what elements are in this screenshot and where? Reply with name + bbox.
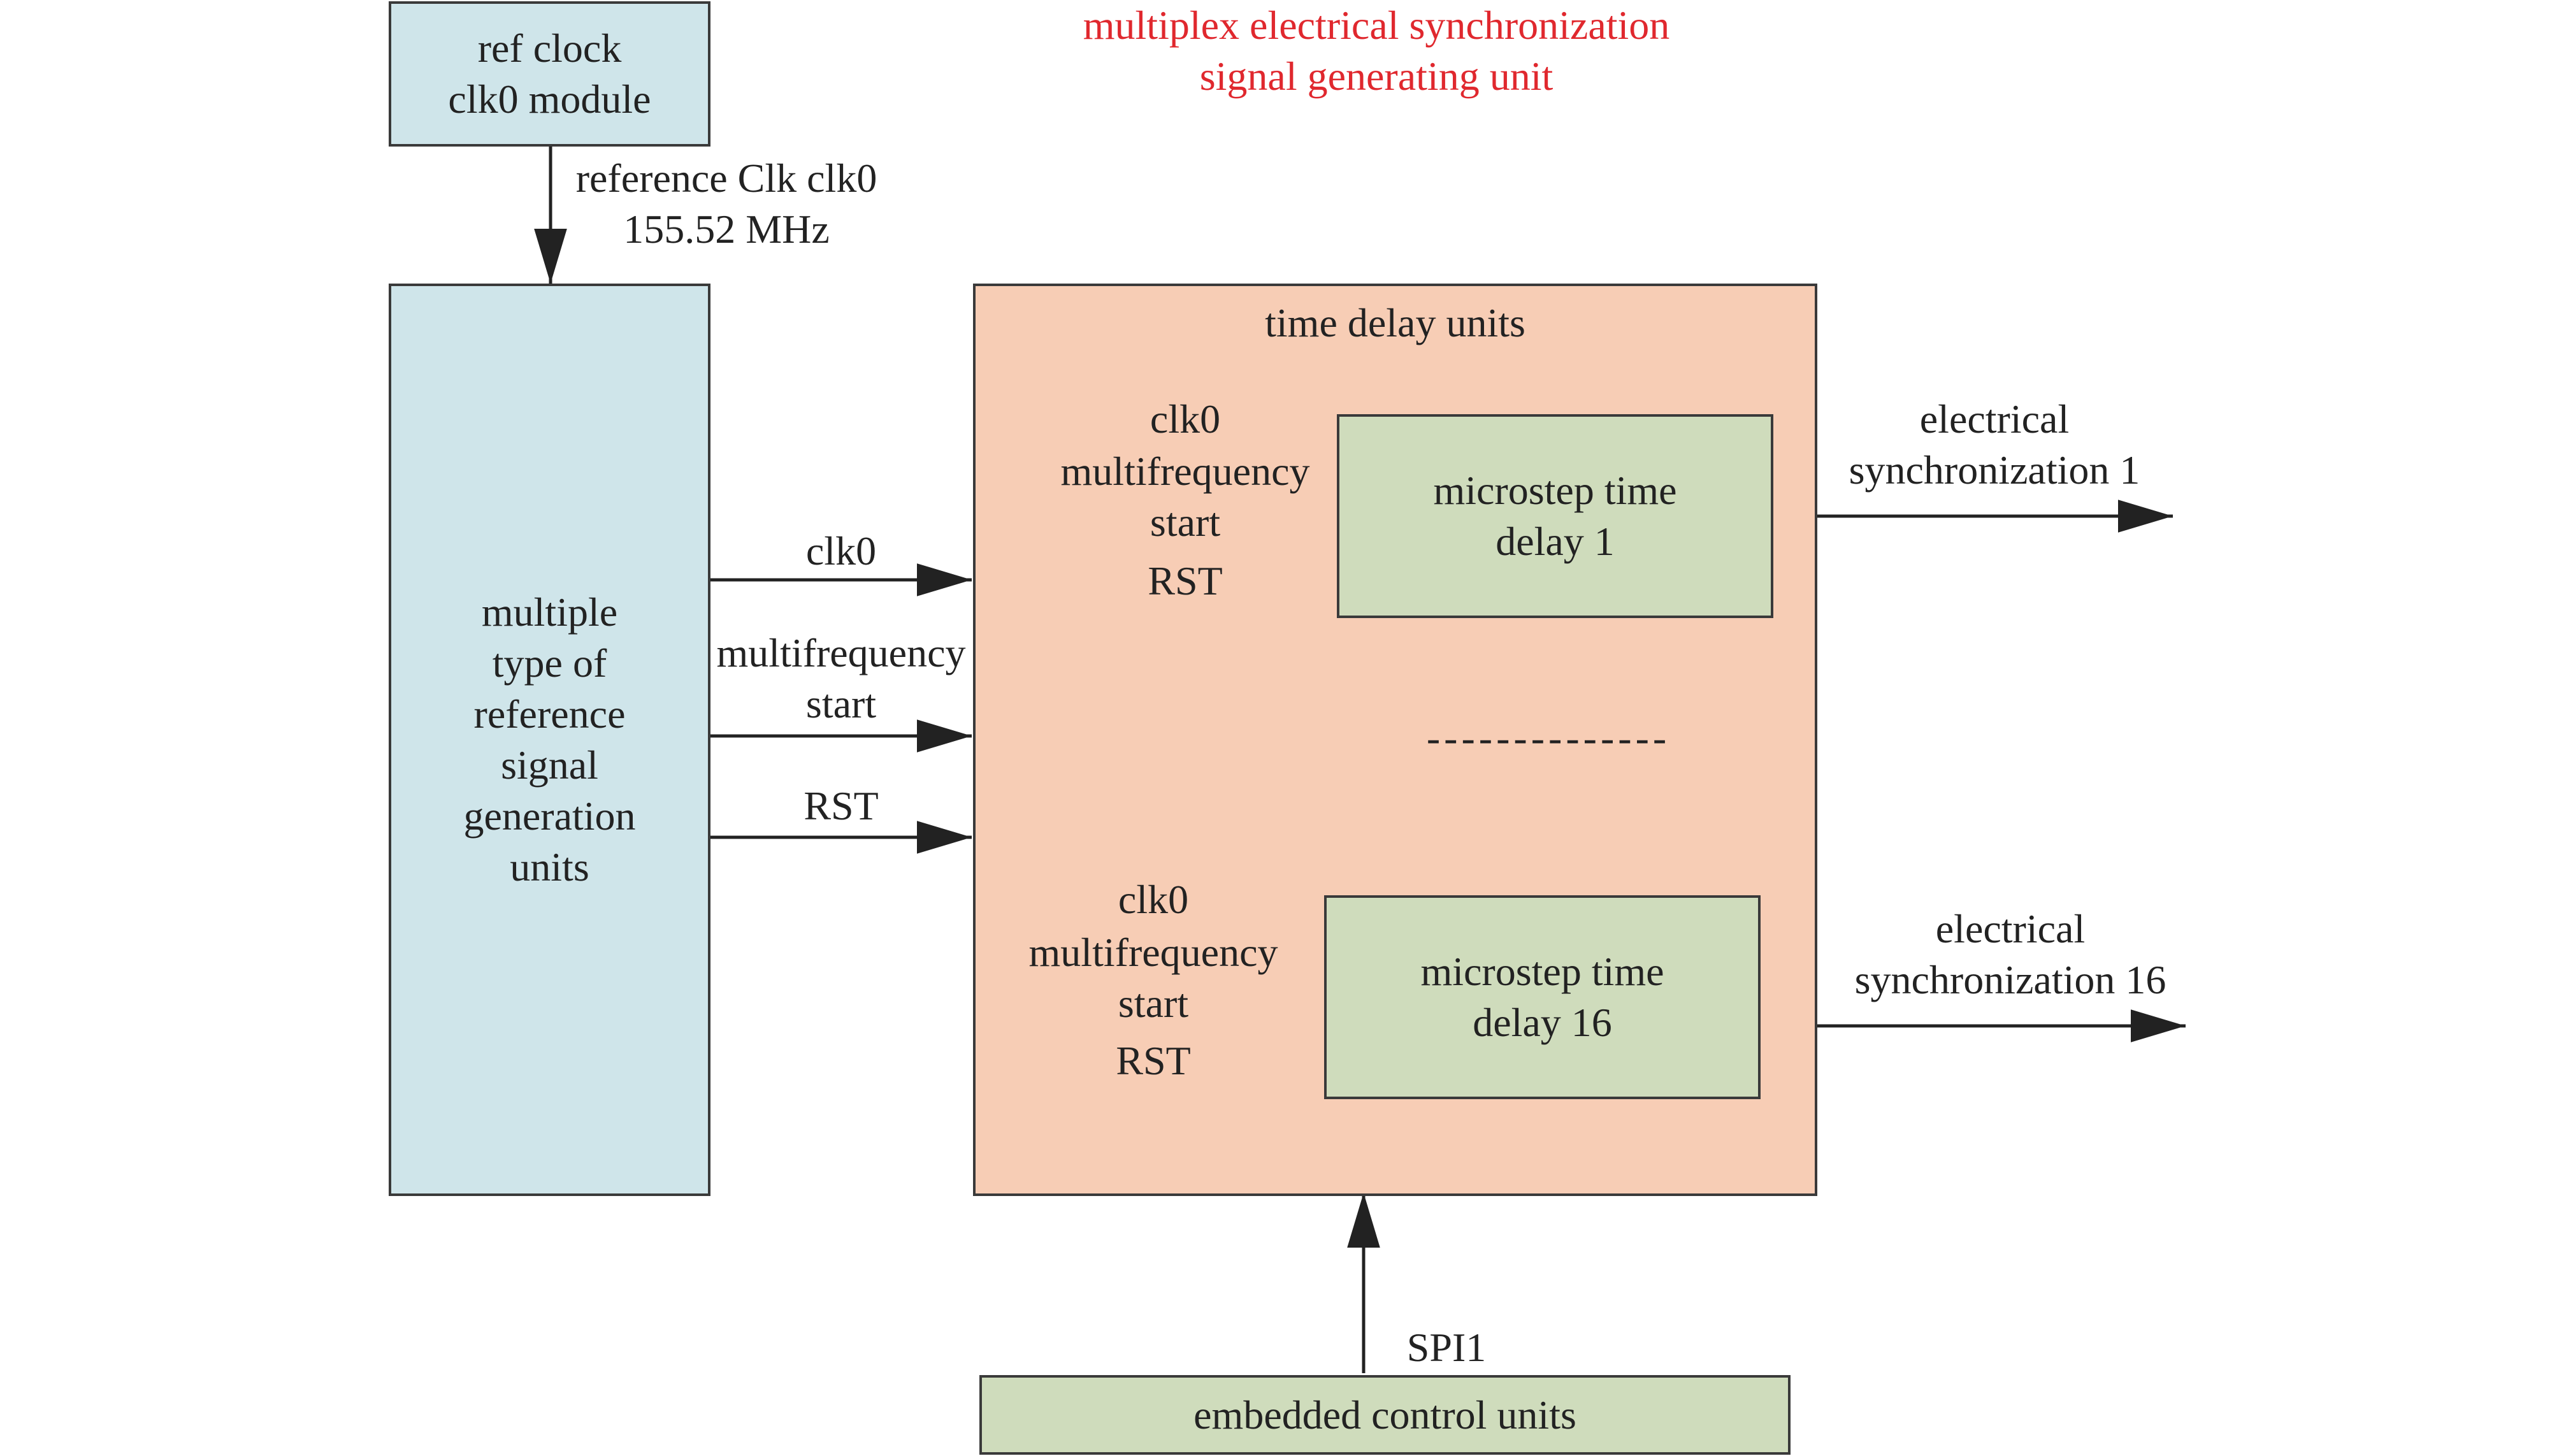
gen-line-3: reference bbox=[473, 691, 626, 737]
gen-line-5: generation bbox=[463, 793, 636, 839]
d16-start-label: start bbox=[1118, 981, 1189, 1026]
microstep-delay-16-box: microstep time delay 16 bbox=[1324, 895, 1761, 1099]
delay16-line2: delay 16 bbox=[1473, 1000, 1612, 1045]
ref-clock-arrow-label2: 155.52 MHz bbox=[623, 206, 830, 252]
delay1-line1: microstep time bbox=[1433, 468, 1677, 513]
ref-clock-line2: clk0 module bbox=[448, 76, 651, 122]
d16-rst-label: RST bbox=[1116, 1038, 1191, 1083]
d16-clk0-label: clk0 bbox=[1118, 877, 1189, 922]
d16-multifrequency-label: multifrequency bbox=[1028, 930, 1278, 975]
d1-clk0-label: clk0 bbox=[1150, 396, 1221, 442]
d1-start-label: start bbox=[1150, 500, 1221, 545]
embedded-control-box: embedded control units bbox=[979, 1375, 1791, 1455]
embedded-control-label: embedded control units bbox=[1193, 1392, 1576, 1438]
delay1-line2: delay 1 bbox=[1496, 519, 1615, 564]
out16-label-line1: electrical bbox=[1935, 906, 2086, 951]
diagram-title-line2: signal generating unit bbox=[1199, 54, 1553, 99]
out16-label-line2: synchronization 16 bbox=[1854, 957, 2166, 1002]
gen-line-2: type of bbox=[492, 640, 607, 686]
d1-rst-label: RST bbox=[1148, 558, 1223, 603]
signal-generation-box: multiple type of reference signal genera… bbox=[389, 284, 710, 1196]
gen-line-6: units bbox=[510, 844, 589, 890]
microstep-delay-1-box: microstep time delay 1 bbox=[1337, 414, 1773, 618]
gen-line-1: multiple bbox=[481, 589, 618, 635]
input-clk0-label: clk0 bbox=[805, 528, 877, 573]
ref-clock-arrow-label1: reference Clk clk0 bbox=[575, 155, 877, 201]
delay16-line1: microstep time bbox=[1420, 949, 1664, 994]
out1-label-line1: electrical bbox=[1919, 396, 2070, 442]
spi-label: SPI1 bbox=[1406, 1325, 1487, 1370]
ref-clock-box: ref clock clk0 module bbox=[389, 1, 710, 147]
input-rst-label: RST bbox=[804, 783, 879, 828]
time-delay-units-title: time delay units bbox=[1265, 300, 1525, 345]
input-multifrequency-label: multifrequency bbox=[716, 630, 966, 675]
delay-ellipsis: -------------- bbox=[1426, 715, 1671, 760]
gen-line-4: signal bbox=[501, 742, 598, 788]
d1-multifrequency-label: multifrequency bbox=[1060, 449, 1310, 494]
ref-clock-line1: ref clock bbox=[477, 25, 622, 71]
out1-label-line2: synchronization 1 bbox=[1849, 447, 2140, 493]
diagram-title-line1: multiplex electrical synchronization bbox=[1083, 3, 1670, 48]
input-start-label: start bbox=[805, 681, 877, 726]
